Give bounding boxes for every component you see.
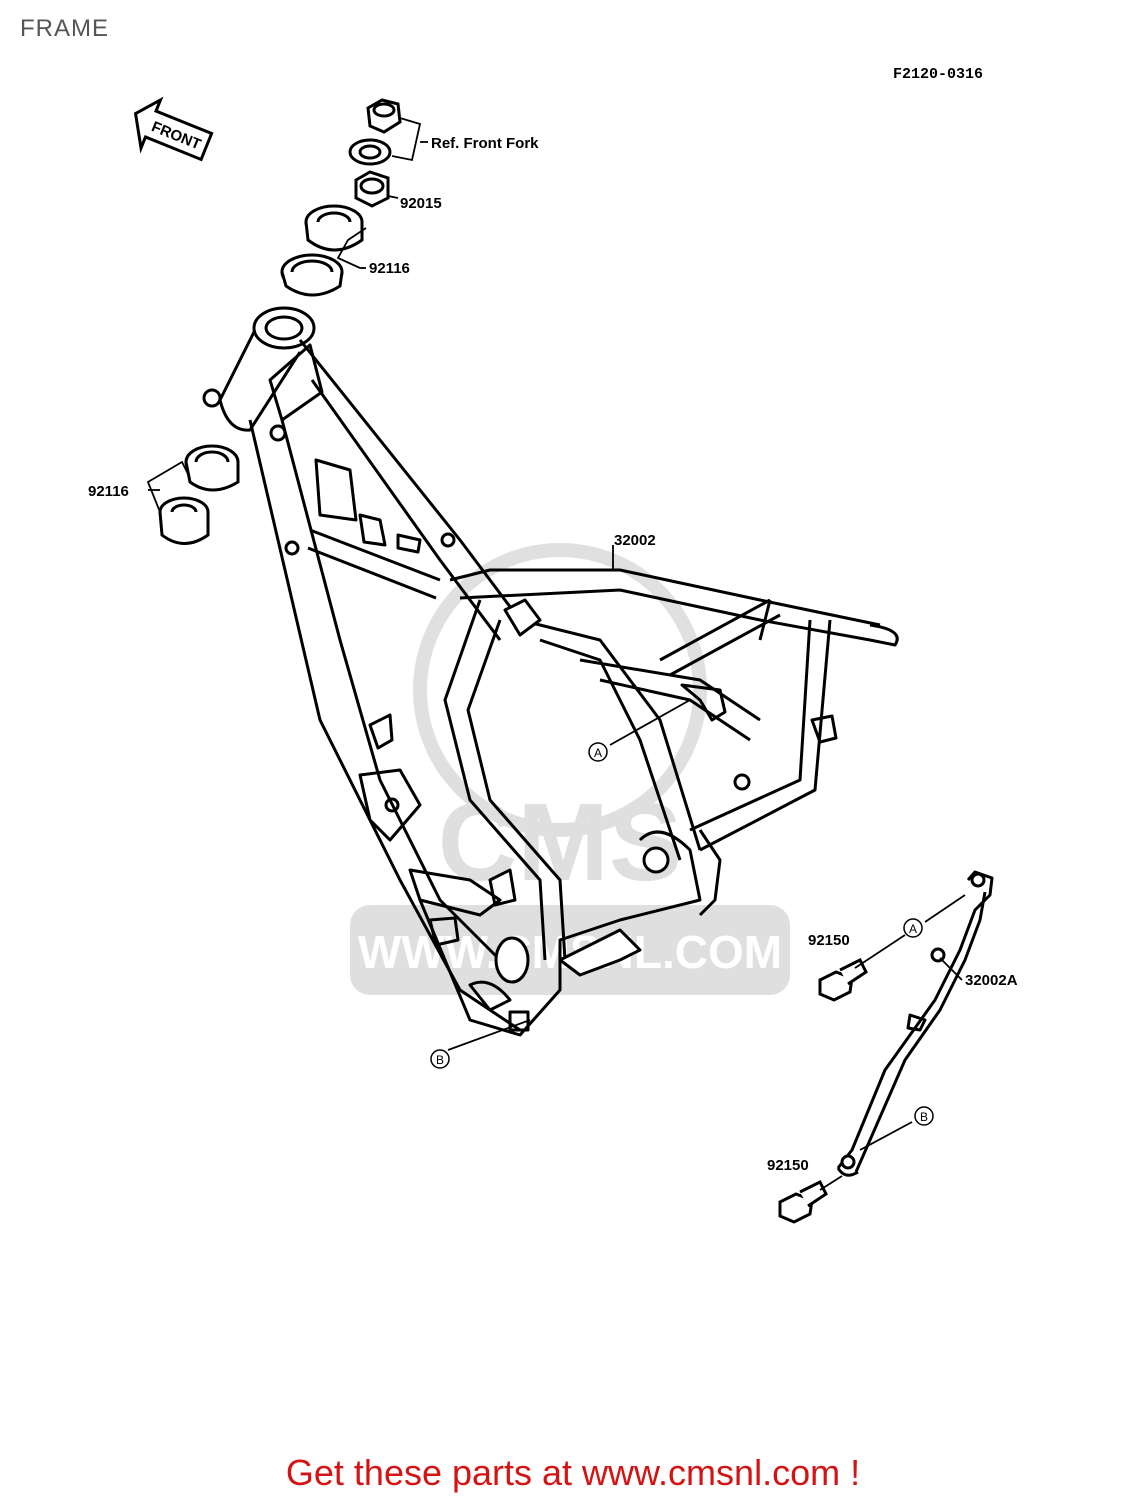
svg-text:B: B (920, 1110, 928, 1124)
label-92150-top: 92150 (808, 932, 850, 949)
svg-text:A: A (909, 922, 917, 936)
callout-a-subframe: A (903, 918, 923, 938)
lower-bearing-parts (158, 444, 240, 545)
watermark: CMS WWW.CMSNL.COM (350, 543, 790, 995)
main-frame (202, 306, 899, 1037)
label-92116-top: 92116 (369, 260, 410, 277)
svg-text:B: B (436, 1053, 444, 1067)
label-92116-left: 92116 (88, 483, 129, 500)
callout-b-subframe: B (914, 1106, 934, 1126)
front-arrow-icon: FRONT (133, 96, 214, 162)
svg-text:A: A (594, 746, 602, 760)
label-92015: 92015 (400, 195, 442, 212)
callout-b-frame: B (430, 1049, 450, 1069)
sub-frame-32002a (836, 870, 994, 1177)
callout-a-frame: A (588, 742, 608, 762)
page-title: FRAME (20, 15, 109, 42)
label-92150-bottom: 92150 (767, 1157, 809, 1174)
label-32002: 32002 (614, 532, 656, 549)
bolt-92150-bottom (778, 1179, 828, 1224)
diagram-code: F2120-0316 (893, 66, 983, 83)
label-ref-front-fork: Ref. Front Fork (431, 135, 539, 152)
footer-promo-text: Get these parts at www.cmsnl.com ! (285, 1452, 861, 1493)
label-32002a: 32002A (965, 972, 1018, 989)
steering-stem-parts (280, 98, 402, 297)
watermark-url: WWW.CMSNL.COM (358, 926, 782, 978)
leader-lines (146, 117, 966, 1191)
